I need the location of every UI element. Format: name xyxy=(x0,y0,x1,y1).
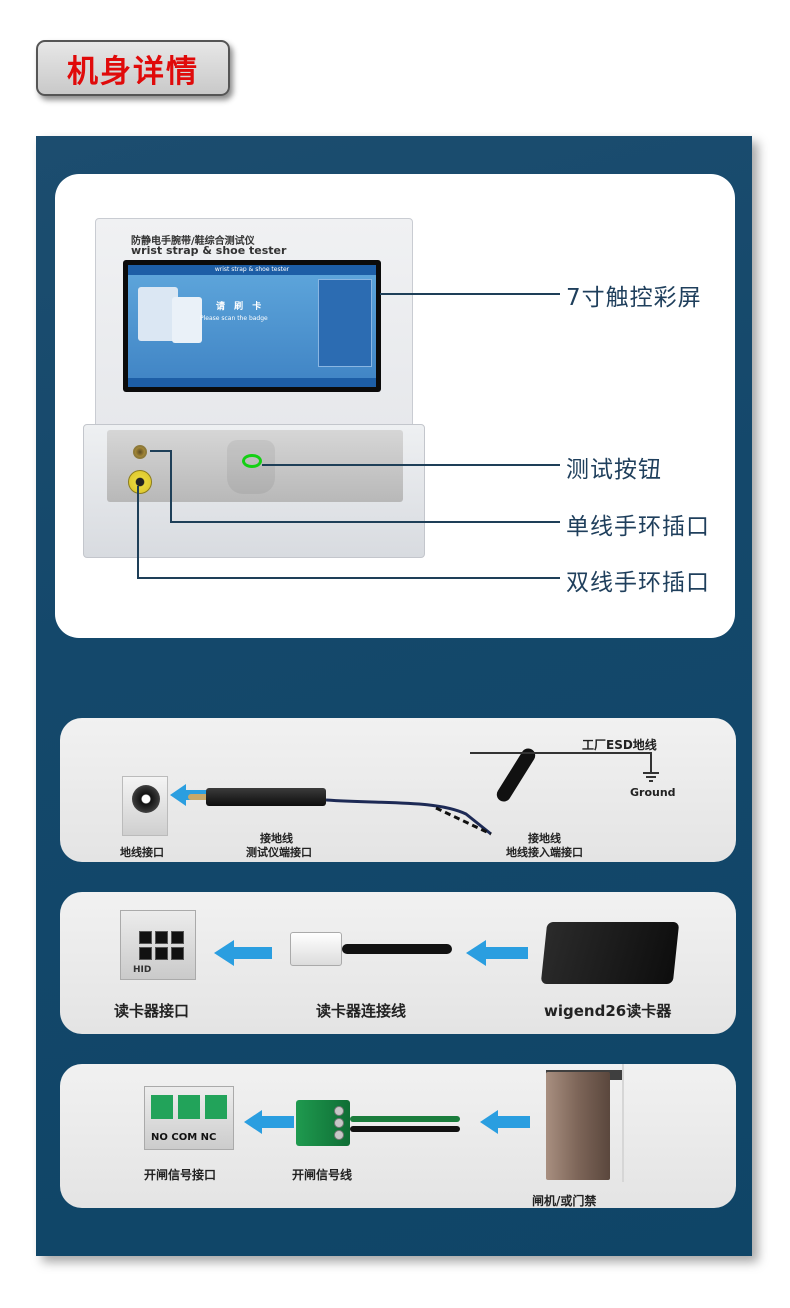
device-label-en: wrist strap & shoe tester xyxy=(131,244,287,257)
plug-tip xyxy=(188,794,210,800)
callout-line-double-b xyxy=(137,577,560,579)
screen-card-image-2 xyxy=(172,297,202,343)
ground-icon xyxy=(643,772,659,774)
arrow-left-icon xyxy=(466,940,528,966)
gate-port-image: NO COM NC xyxy=(144,1086,234,1150)
arrow-left-icon xyxy=(214,940,272,966)
ground-word: Ground xyxy=(630,786,676,799)
ground-cable xyxy=(326,798,492,836)
ground-socket-image xyxy=(122,776,168,836)
turnstile-image xyxy=(546,1072,610,1180)
device-card: 防静电手腕带/鞋综合测试仪 wrist strap & shoe tester … xyxy=(55,174,735,638)
test-button[interactable] xyxy=(242,454,262,468)
gate-connector xyxy=(296,1100,350,1146)
gate-port-label: NO COM NC xyxy=(151,1132,217,1143)
arrow-left-icon xyxy=(480,1110,530,1134)
reader-cable-caption: 读卡器连接线 xyxy=(316,1002,407,1020)
callout-line-button xyxy=(262,464,560,466)
reader-cable xyxy=(342,944,452,954)
device-label-cn: 防静电手腕带/鞋综合测试仪 xyxy=(131,236,255,247)
clip-caption-2: 地线接入端接口 xyxy=(506,846,583,859)
callout-single-wire: 单线手环插口 xyxy=(566,514,710,540)
screen-bottom-bar xyxy=(128,378,376,387)
screen-info-panel xyxy=(318,279,372,367)
screen-top-bar: wrist strap & shoe tester xyxy=(128,265,376,275)
callout-test-button: 测试按钮 xyxy=(566,457,662,483)
arrow-left-icon xyxy=(244,1110,294,1134)
gate-device-caption: 闸机/或门禁 xyxy=(532,1194,597,1208)
callout-double-wire: 双线手环插口 xyxy=(566,570,710,596)
ground-icon-bar-small xyxy=(649,780,653,782)
screen-card-image xyxy=(138,287,178,341)
double-wire-socket xyxy=(128,470,152,494)
single-wire-socket xyxy=(133,445,147,459)
gate-port-caption: 开闸信号接口 xyxy=(144,1168,217,1182)
hid-label: HID xyxy=(133,965,152,975)
reader-card: HID 读卡器接口 读卡器连接线 wigend26读卡器 xyxy=(60,892,736,1034)
ground-socket-caption: 地线接口 xyxy=(120,846,164,859)
ground-card: 工厂ESD地线 Ground 地线接口 接地线 测试仪端接口 接地线 地线接入端… xyxy=(60,718,736,862)
screen-message-en: Please scan the badge xyxy=(200,315,268,322)
factory-ground-label: 工厂ESD地线 xyxy=(582,738,657,752)
divider xyxy=(622,1064,624,1182)
reader-connector xyxy=(290,932,342,966)
clip-caption-1: 接地线 xyxy=(528,832,561,845)
touch-screen: wrist strap & shoe tester 请 刷 卡 Please s… xyxy=(123,260,381,392)
screen-message: 请 刷 卡 xyxy=(216,302,265,312)
card-reader-image xyxy=(540,922,680,984)
callout-line-single-c xyxy=(170,521,560,523)
gate-wire-green xyxy=(350,1116,460,1122)
gate-wire-black xyxy=(350,1126,460,1132)
callout-screen: 7寸触控彩屏 xyxy=(566,285,702,311)
plug-caption-1: 接地线 xyxy=(260,832,293,845)
reader-device-caption: wigend26读卡器 xyxy=(544,1002,672,1020)
hid-port-image: HID xyxy=(120,910,196,980)
section-title: 机身详情 xyxy=(36,40,230,96)
reader-port-caption: 读卡器接口 xyxy=(114,1002,190,1020)
callout-line-screen xyxy=(380,293,560,295)
callout-line-double-a xyxy=(137,486,139,578)
ground-drop xyxy=(650,752,652,772)
gate-cable-caption: 开闸信号线 xyxy=(292,1168,353,1182)
ground-plug xyxy=(206,788,326,806)
ground-icon-bar xyxy=(646,776,656,778)
alligator-clip xyxy=(494,745,538,805)
ground-wire xyxy=(470,752,650,754)
gate-card: NO COM NC 开闸信号接口 开闸信号线 闸机/或门禁 xyxy=(60,1064,736,1208)
callout-line-single-a xyxy=(150,450,172,452)
plug-caption-2: 测试仪端接口 xyxy=(246,846,312,859)
callout-line-single-b xyxy=(170,450,172,522)
